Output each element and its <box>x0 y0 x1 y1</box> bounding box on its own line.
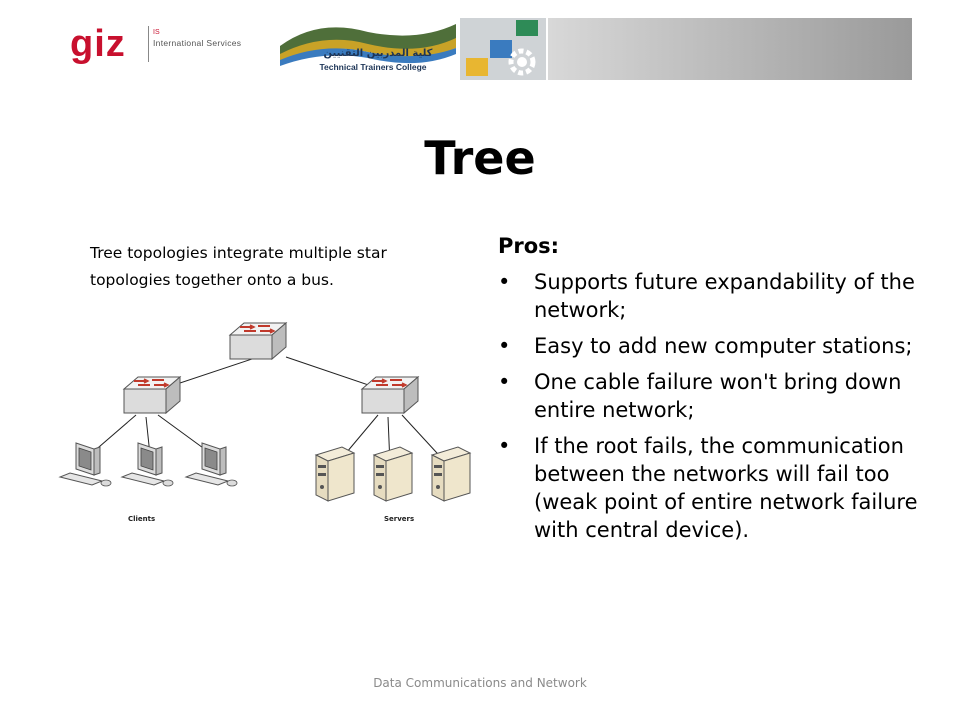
list-item-text: One cable failure won't bring down entir… <box>534 370 902 422</box>
pros-heading: Pros: <box>498 234 560 258</box>
pros-list: • Supports future expandability of the n… <box>498 268 918 544</box>
clients-label: Clients <box>128 515 155 523</box>
bullet: • <box>498 434 511 458</box>
server-switch-icon <box>361 376 419 414</box>
servers-label: Servers <box>384 515 414 523</box>
gear-logo-box <box>460 18 546 80</box>
list-item-text: If the root fails, the communication bet… <box>534 434 918 542</box>
topology-description: Tree topologies integrate multiple star … <box>90 244 387 289</box>
gear-icon <box>466 20 538 76</box>
bullet: • <box>498 370 511 394</box>
tree-topology-diagram: Clients Servers <box>40 305 480 535</box>
list-item: • One cable failure won't bring down ent… <box>498 368 918 424</box>
bullet: • <box>498 334 511 358</box>
header-banner: giz IS International Services كلية المدر… <box>0 0 960 90</box>
tree-topology-svg: Clients Servers <box>59 322 471 523</box>
client-computer-icon <box>59 442 112 487</box>
college-name-english: Technical Trainers College <box>319 62 427 72</box>
giz-logo-subtitle: IS International Services <box>153 28 273 48</box>
bullet: • <box>498 270 511 294</box>
college-logo: كلية المدربين التقنيين Technical Trainer… <box>278 18 458 78</box>
giz-logo-text: giz <box>70 23 126 65</box>
client-computer-icon <box>185 442 238 487</box>
server-icon <box>373 446 413 502</box>
header-gradient-bar <box>548 18 912 80</box>
root-switch-icon <box>229 322 287 360</box>
giz-sub-small: IS <box>153 29 160 36</box>
slide-title: Tree <box>424 131 536 185</box>
list-item: • Supports future expandability of the n… <box>498 268 918 324</box>
list-item: • Easy to add new computer stations; <box>498 332 918 360</box>
list-item: • If the root fails, the communication b… <box>498 432 918 544</box>
server-icon <box>431 446 471 502</box>
college-name-arabic: كلية المدربين التقنيين <box>323 48 433 59</box>
giz-logo-divider <box>148 26 149 62</box>
client-switch-icon <box>123 376 181 414</box>
giz-sub-name: International Services <box>153 38 242 48</box>
college-emblem-icon <box>280 24 456 66</box>
server-icon <box>315 446 355 502</box>
slide-footer: Data Communications and Network <box>373 676 587 690</box>
list-item-text: Supports future expandability of the net… <box>534 270 915 322</box>
client-computer-icon <box>121 442 174 487</box>
pros-section: Pros: • Supports future expandability of… <box>498 232 918 552</box>
list-item-text: Easy to add new computer stations; <box>534 334 913 358</box>
